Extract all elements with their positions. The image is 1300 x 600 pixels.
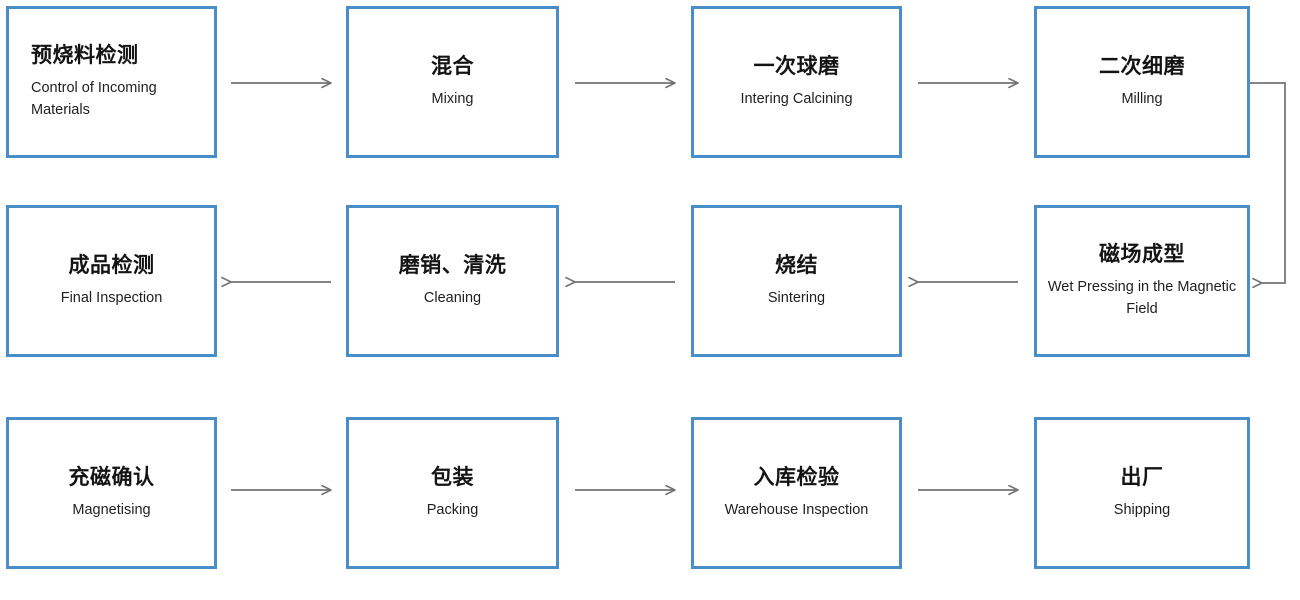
process-node-milling[interactable]: 二次细磨 Milling [1034,6,1250,158]
process-node-incoming-material-control[interactable]: 预烧料检测 Control of Incoming Materials [6,6,217,158]
node-subtitle: Sintering [767,289,826,306]
node-subtitle: Mixing [431,90,474,107]
node-title: 入库检验 [753,466,840,490]
node-subtitle: Shipping [1113,501,1171,518]
node-title: 磁场成型 [1099,243,1185,267]
node-title: 二次细磨 [1099,55,1185,79]
node-subtitle: Magnetising [72,501,151,518]
arrow-milling-to-wet-pressing [1250,82,1286,283]
node-subtitle: Intering Calcining [740,90,853,107]
node-title: 包装 [431,466,474,490]
process-node-packing[interactable]: 包装 Packing [346,417,559,569]
node-title: 预烧料检测 [31,43,139,67]
node-title: 一次球磨 [753,55,840,79]
node-title: 磨销、清洗 [398,254,507,278]
process-node-intering-calcining[interactable]: 一次球磨 Intering Calcining [691,6,902,158]
node-subtitle: Cleaning [423,289,482,306]
node-subtitle: Final Inspection [60,289,163,306]
process-node-final-inspection[interactable]: 成品检测 Final Inspection [6,205,217,357]
process-node-mixing[interactable]: 混合 Mixing [346,6,559,158]
node-subtitle: Packing [426,501,479,518]
node-subtitle: Warehouse Inspection [724,501,869,518]
node-title: 混合 [431,55,474,79]
process-node-wet-pressing[interactable]: 磁场成型 Wet Pressing in the Magnetic Field [1034,205,1250,357]
node-subtitle: Control of Incoming Materials [31,80,157,119]
node-subtitle: Milling [1121,90,1163,107]
node-title: 出厂 [1120,466,1164,490]
process-node-shipping[interactable]: 出厂 Shipping [1034,417,1250,569]
process-node-magnetising[interactable]: 充磁确认 Magnetising [6,417,217,569]
process-node-cleaning[interactable]: 磨销、清洗 Cleaning [346,205,559,357]
node-subtitle: Wet Pressing in the Magnetic Field [1047,278,1237,317]
node-title: 烧结 [775,254,818,278]
node-title: 充磁确认 [68,466,155,490]
process-node-sintering[interactable]: 烧结 Sintering [691,205,902,357]
process-node-warehouse-inspection[interactable]: 入库检验 Warehouse Inspection [691,417,902,569]
node-title: 成品检测 [68,254,155,278]
